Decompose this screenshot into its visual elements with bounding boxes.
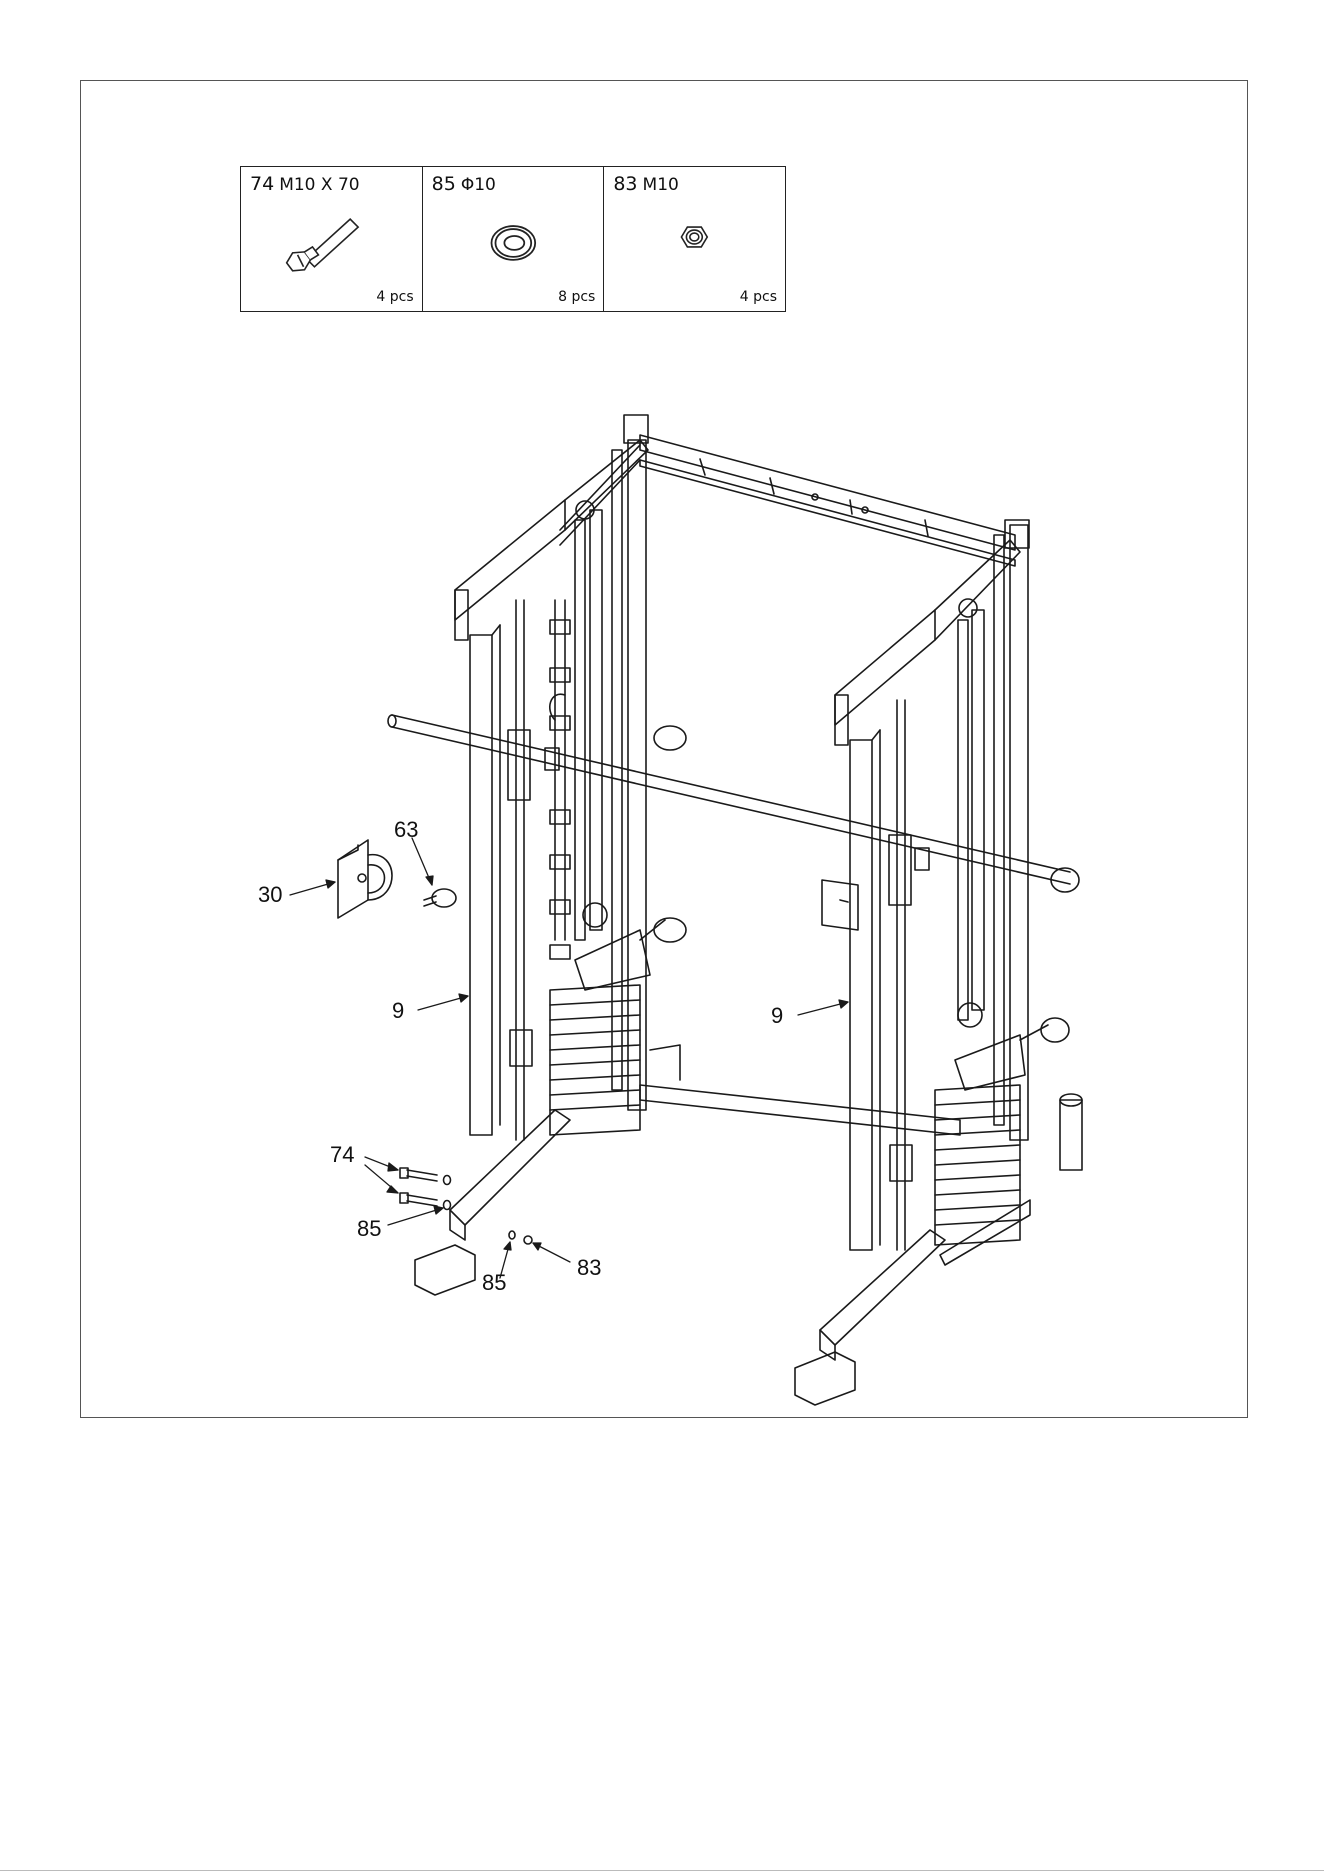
callout-85-bottom: 85 <box>482 1270 506 1295</box>
callout-9-left: 9 <box>392 998 404 1023</box>
callout-83: 83 <box>577 1255 601 1280</box>
callout-85-left: 85 <box>357 1216 381 1241</box>
part-30-hanger-bracket <box>338 840 392 918</box>
page-bottom-rule <box>0 1870 1324 1871</box>
callout-63: 63 <box>394 817 418 842</box>
right-tower <box>795 520 1082 1405</box>
callout-74: 74 <box>330 1142 354 1167</box>
callout-30: 30 <box>258 882 282 907</box>
exploded-bolts-and-washers <box>400 1168 532 1244</box>
callout-9-right: 9 <box>771 1003 783 1028</box>
left-tower <box>415 415 960 1295</box>
part-63-pop-pin-knob <box>424 889 456 907</box>
callout-leaders <box>290 838 848 1278</box>
